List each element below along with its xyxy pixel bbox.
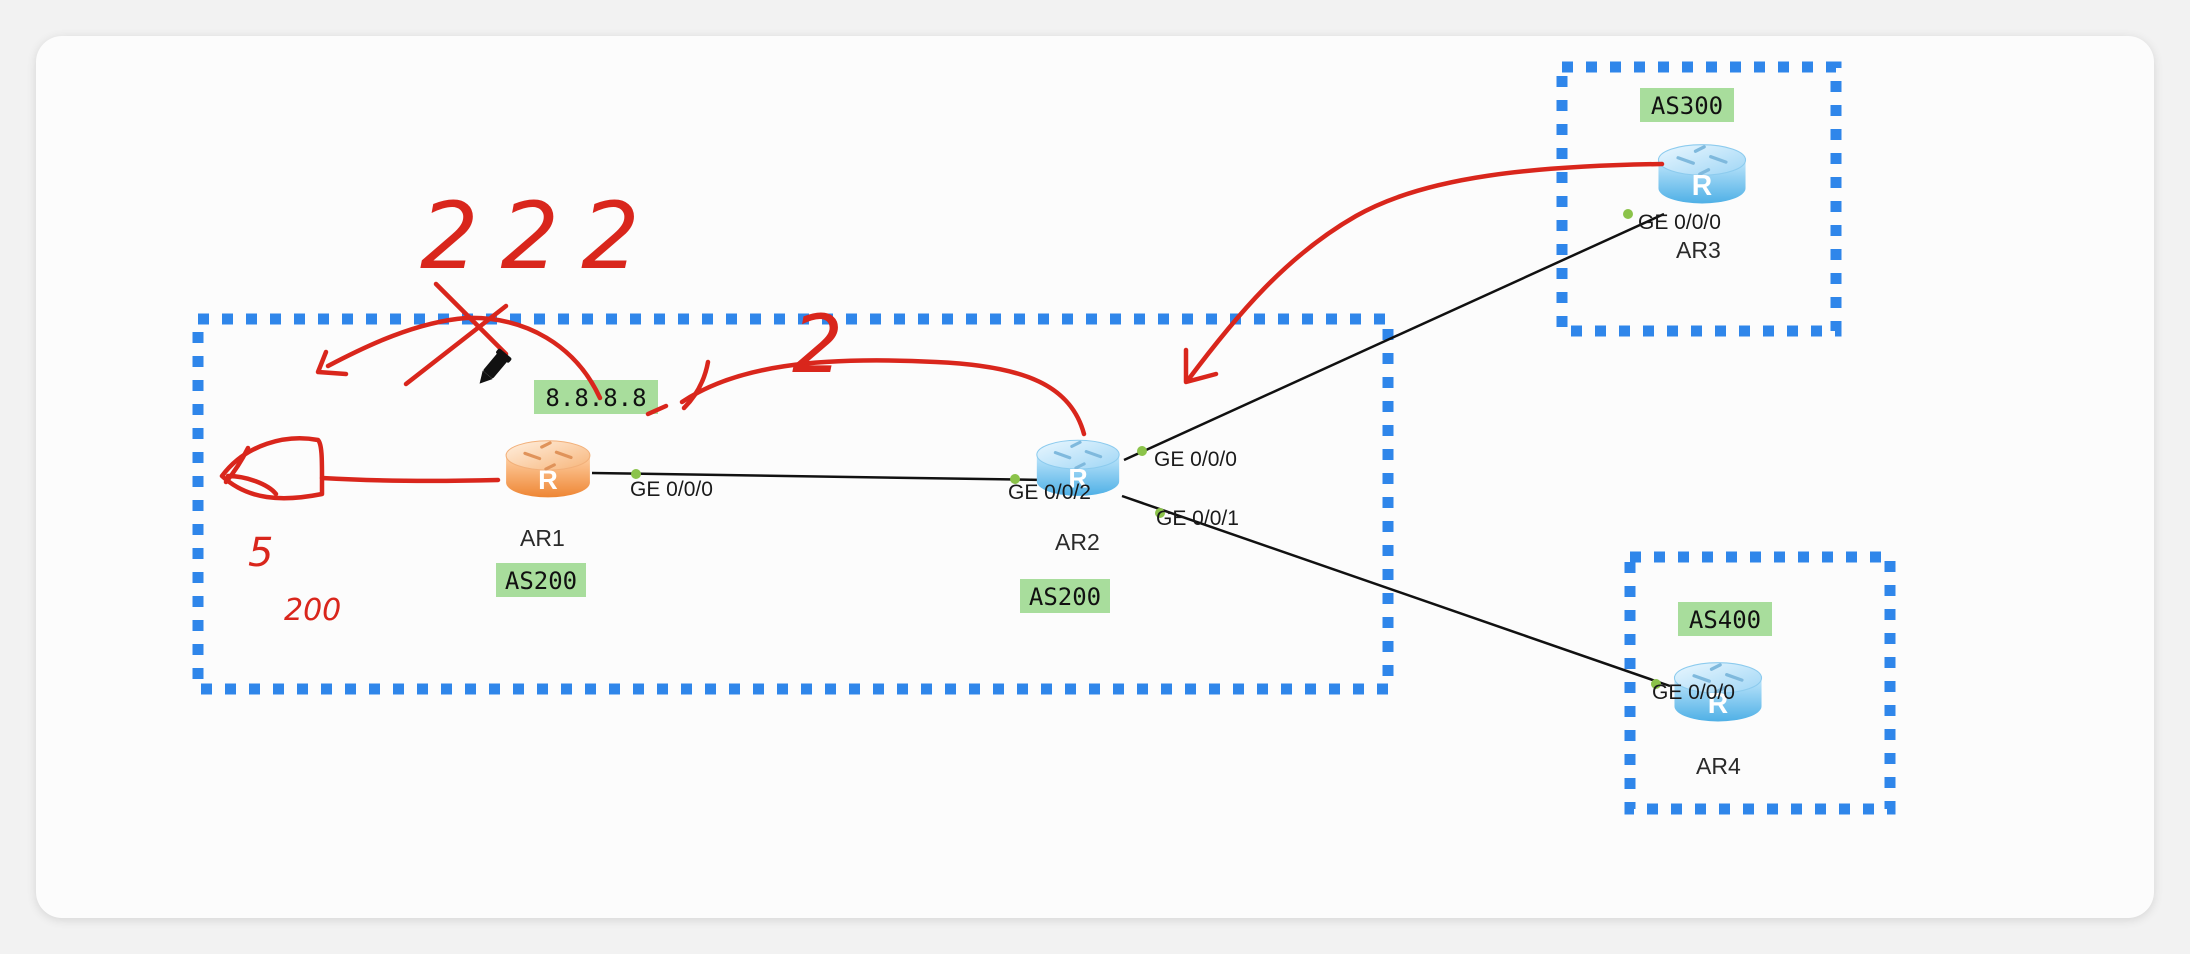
as300-zone: [1556, 61, 1842, 337]
svg-text:AS400: AS400: [1689, 606, 1761, 634]
annotation-5: 5: [248, 530, 273, 576]
link-ar2-ar4: [1121, 494, 1671, 688]
router-icon: [1656, 143, 1748, 206]
as-tag-ar3: AS300: [1640, 88, 1734, 122]
port-label-ar2-ge002: GE 0/0/2: [1008, 481, 1091, 504]
annotation-as200: 200: [284, 593, 341, 628]
annotation-2: 2: [792, 298, 843, 391]
port-label-ar4-ge000: GE 0/0/0: [1652, 681, 1735, 704]
annotation-222: 222: [420, 183, 662, 290]
annotation-ink: [219, 161, 1665, 501]
router-ar1[interactable]: [504, 439, 592, 499]
router-label-ar2: AR2: [1055, 529, 1100, 555]
port-label-ar3-ge000: GE 0/0/0: [1638, 211, 1721, 234]
port-label-ar2-ge000: GE 0/0/0: [1154, 448, 1237, 471]
as-tag-ar4: AS400: [1678, 602, 1772, 636]
link-ar2-ar3: [1123, 212, 1665, 462]
router-label-ar4: AR4: [1696, 753, 1741, 779]
port-dot: [1137, 446, 1147, 456]
router-label-ar1: AR1: [520, 525, 565, 551]
router-icon: [504, 439, 592, 499]
svg-text:AS200: AS200: [505, 567, 577, 595]
prefix-tag: 8.8.8.8: [534, 380, 658, 414]
port-label-ar2-ge001: GE 0/0/1: [1156, 507, 1239, 530]
as-tag-ar1: AS200: [496, 563, 586, 597]
router-ar3[interactable]: [1656, 143, 1748, 206]
as400-zone: [1624, 551, 1896, 815]
port-dot: [1651, 679, 1661, 689]
network-diagram: R R: [192, 61, 1896, 815]
as200-zone: [192, 313, 1394, 695]
pen-cursor-icon: [479, 348, 512, 384]
port-dot: [1155, 508, 1165, 518]
as-tag-ar2: AS200: [1020, 579, 1110, 613]
svg-text:AS200: AS200: [1029, 583, 1101, 611]
port-dot: [631, 469, 641, 479]
topology-canvas: R R: [36, 36, 2154, 918]
router-label-ar3: AR3: [1676, 237, 1721, 263]
port-dot: [1623, 209, 1633, 219]
svg-text:AS300: AS300: [1651, 92, 1723, 120]
port-label-ar1-ge000: GE 0/0/0: [630, 478, 713, 501]
port-dot: [1010, 474, 1020, 484]
link-ar1-ar2: [591, 471, 1047, 482]
